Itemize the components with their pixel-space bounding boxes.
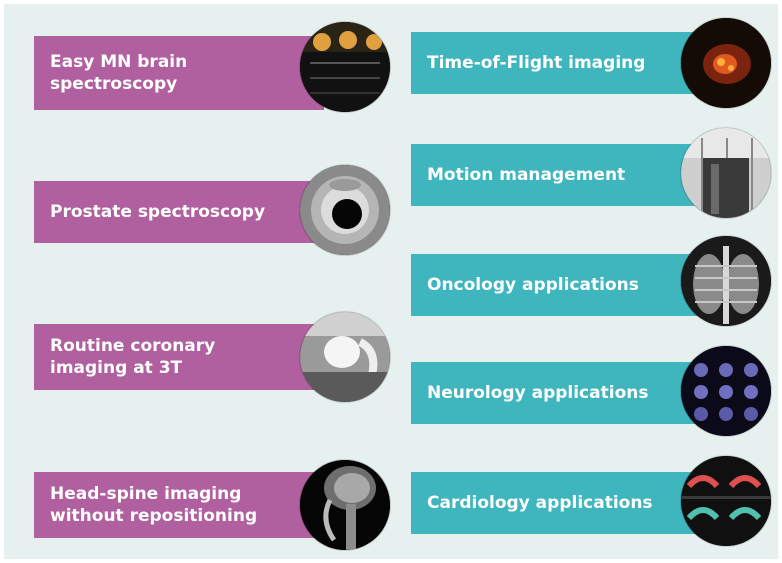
feature-banner: Oncology applications bbox=[411, 254, 701, 316]
feature-banner: Prostate spectroscopy bbox=[34, 181, 324, 243]
coronary-scan-image bbox=[300, 312, 390, 402]
feature-banner: Motion management bbox=[411, 144, 701, 206]
feature-label: Prostate spectroscopy bbox=[50, 202, 266, 222]
feature-label: Head-spine imaging without repositioning bbox=[50, 484, 258, 526]
feature-label: Time-of-Flight imaging bbox=[427, 53, 646, 73]
motion-scan-image bbox=[681, 128, 771, 218]
feature-banner: Head-spine imaging without repositioning bbox=[34, 472, 324, 538]
cardiac-scan-image bbox=[681, 456, 771, 546]
feature-label: Routine coronary imaging at 3T bbox=[50, 336, 216, 378]
head-spine-scan-image bbox=[300, 460, 390, 550]
feature-label: Neurology applications bbox=[427, 383, 649, 403]
prostate-scan-image bbox=[300, 165, 390, 255]
feature-banner: Routine coronary imaging at 3T bbox=[34, 324, 324, 390]
feature-label: Easy MN brain spectroscopy bbox=[50, 52, 188, 94]
feature-banner: Easy MN brain spectroscopy bbox=[34, 36, 324, 110]
feature-banner: Cardiology applications bbox=[411, 472, 701, 534]
brain-slices-image bbox=[681, 346, 771, 436]
tof-pet-scan-image bbox=[681, 18, 771, 108]
chest-scan-image bbox=[681, 236, 771, 326]
feature-label: Motion management bbox=[427, 165, 626, 185]
feature-label: Oncology applications bbox=[427, 275, 639, 295]
brain-spectroscopy-image bbox=[300, 22, 390, 112]
feature-banner: Time-of-Flight imaging bbox=[411, 32, 701, 94]
feature-banner: Neurology applications bbox=[411, 362, 701, 424]
feature-label: Cardiology applications bbox=[427, 493, 653, 513]
